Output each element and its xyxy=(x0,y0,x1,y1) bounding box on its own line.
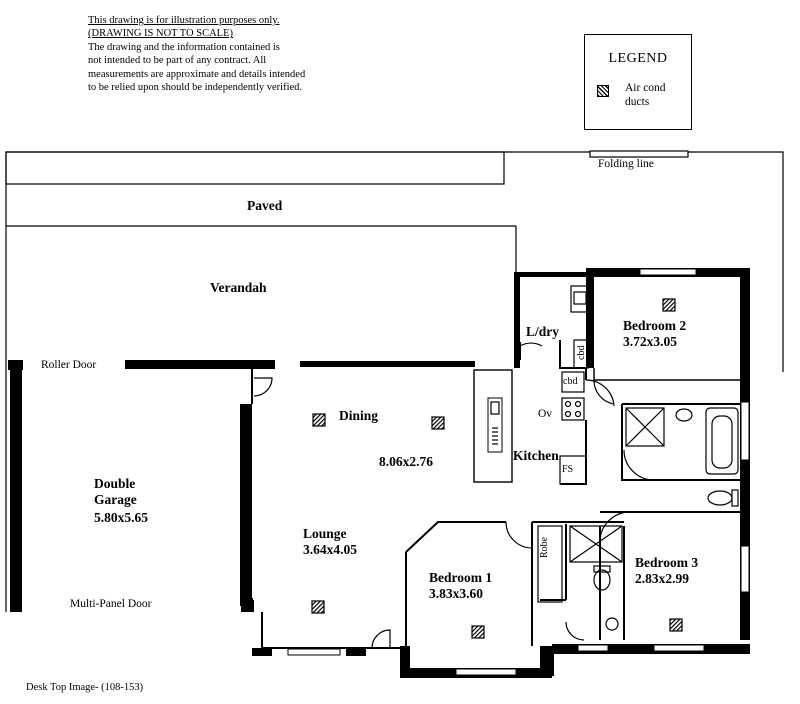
bedroom-2-label: Bedroom 2 xyxy=(623,318,687,333)
dining-label: Dining xyxy=(339,408,379,423)
bedroom-1-size: 3.83x3.60 xyxy=(429,586,483,601)
disclaimer-line-6: to be relied upon should be independentl… xyxy=(88,82,303,94)
cbd-label-kitchen: cbd xyxy=(563,376,578,387)
multi-panel-door-marker xyxy=(241,598,253,612)
disclaimer-line-2: (DRAWING IS NOT TO SCALE) xyxy=(88,28,233,40)
garage-label: Double Garage xyxy=(94,476,137,507)
cbd-label-laundry: cbd xyxy=(576,345,587,360)
paved-label: Paved xyxy=(247,198,283,213)
bedroom-1-label: Bedroom 1 xyxy=(429,570,493,585)
legend-item-label: Air cond ducts xyxy=(625,82,666,108)
oven-label: Ov xyxy=(538,408,553,420)
legend-title: LEGEND xyxy=(608,51,668,66)
verandah-label: Verandah xyxy=(210,280,267,295)
disclaimer: This drawing is for illustration purpose… xyxy=(88,14,305,94)
site-boundary xyxy=(5,150,784,612)
folding-line-label: Folding line xyxy=(598,158,654,170)
door-swings xyxy=(253,342,655,649)
bedroom-3-size: 2.83x2.99 xyxy=(635,571,689,586)
windows xyxy=(287,268,750,676)
kitchen-label: Kitchen xyxy=(513,448,559,463)
footer-caption: Desk Top Image- (108-153) xyxy=(26,682,144,693)
bedroom-2-size: 3.72x3.05 xyxy=(623,334,677,349)
fridge-space-label: FS xyxy=(562,464,574,475)
disclaimer-line-5: measurements are approximate and details… xyxy=(88,68,306,80)
disclaimer-line-4: not intended to be part of any contract.… xyxy=(88,55,267,67)
legend: LEGEND Air cond ducts xyxy=(584,34,692,130)
lounge-label: Lounge xyxy=(303,526,347,541)
interior-walls xyxy=(251,340,740,649)
bedroom-3-label: Bedroom 3 xyxy=(635,555,699,570)
air-cond-duct-icon xyxy=(597,85,609,97)
dining-size: 8.06x2.76 xyxy=(379,454,433,469)
air-cond-ducts xyxy=(311,298,683,639)
laundry-label: L/dry xyxy=(526,324,560,339)
fixtures xyxy=(490,285,739,631)
roller-door-label: Roller Door xyxy=(41,359,97,371)
robe-label: Robe xyxy=(539,536,550,558)
disclaimer-line-3: The drawing and the information containe… xyxy=(88,41,280,53)
multi-panel-door-label: Multi-Panel Door xyxy=(70,598,152,610)
garage-size: 5.80x5.65 xyxy=(94,510,148,525)
lounge-size: 3.64x4.05 xyxy=(303,542,357,557)
disclaimer-line-1: This drawing is for illustration purpose… xyxy=(88,15,280,26)
